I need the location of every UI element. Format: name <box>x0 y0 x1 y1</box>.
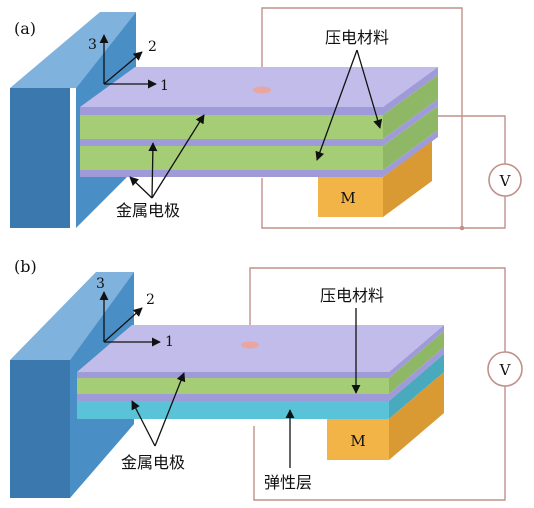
panel-b-label: (b) <box>14 257 37 276</box>
panel-a-piezo-arrows <box>315 49 383 161</box>
panel-b-contact <box>241 341 259 349</box>
panel-b-mass: M <box>327 372 444 460</box>
panel-a-axis-3-label: 3 <box>88 37 97 53</box>
panel-b-axes <box>99 291 161 347</box>
panel-b-electrode-label: 金属电极 <box>121 453 185 472</box>
panel-b: (b) M <box>10 257 523 501</box>
panel-a-axes <box>99 34 157 89</box>
panel-b-wire-bottom <box>253 386 506 501</box>
panel-b-voltmeter[interactable]: V <box>487 351 523 387</box>
panel-b-axis-3-label: 3 <box>96 276 105 292</box>
panel-a-electrode-label: 金属电极 <box>116 201 180 220</box>
panel-a-axis-2-label: 2 <box>148 39 157 55</box>
panel-a-contact <box>253 86 271 94</box>
panel-a-voltmeter[interactable]: V <box>488 163 522 197</box>
panel-a-wire-top <box>261 7 463 229</box>
panel-a-axis-2-arrow <box>103 51 143 85</box>
panel-b-piezo-label: 压电材料 <box>320 286 384 305</box>
panel-a-label: (a) <box>14 19 36 38</box>
panel-b-axis-2-arrow <box>103 307 143 343</box>
panel-a-wire-node <box>459 225 465 231</box>
panel-a: (a) <box>10 7 522 231</box>
panel-b-wire-top <box>249 267 506 352</box>
panel-b-axis-2-label: 2 <box>146 292 155 308</box>
panel-b-axis-1-label: 1 <box>165 334 174 350</box>
panel-b-circuit <box>249 267 506 501</box>
panel-a-electrode-arrows <box>129 114 205 199</box>
panel-b-mass-label: M <box>350 432 365 450</box>
panel-a-piezo-label: 压电材料 <box>325 28 389 47</box>
panel-a-axis-1-label: 1 <box>160 78 169 94</box>
panel-b-beam <box>77 325 444 419</box>
panel-a-voltmeter-label: V <box>499 172 512 190</box>
panel-a-mass-label: M <box>340 189 355 207</box>
panel-b-elastic-label: 弹性层 <box>264 473 312 492</box>
panel-a-mass: M <box>318 141 432 217</box>
panel-b-voltmeter-label: V <box>499 361 512 379</box>
panel-b-electrode-arrows <box>131 372 186 447</box>
